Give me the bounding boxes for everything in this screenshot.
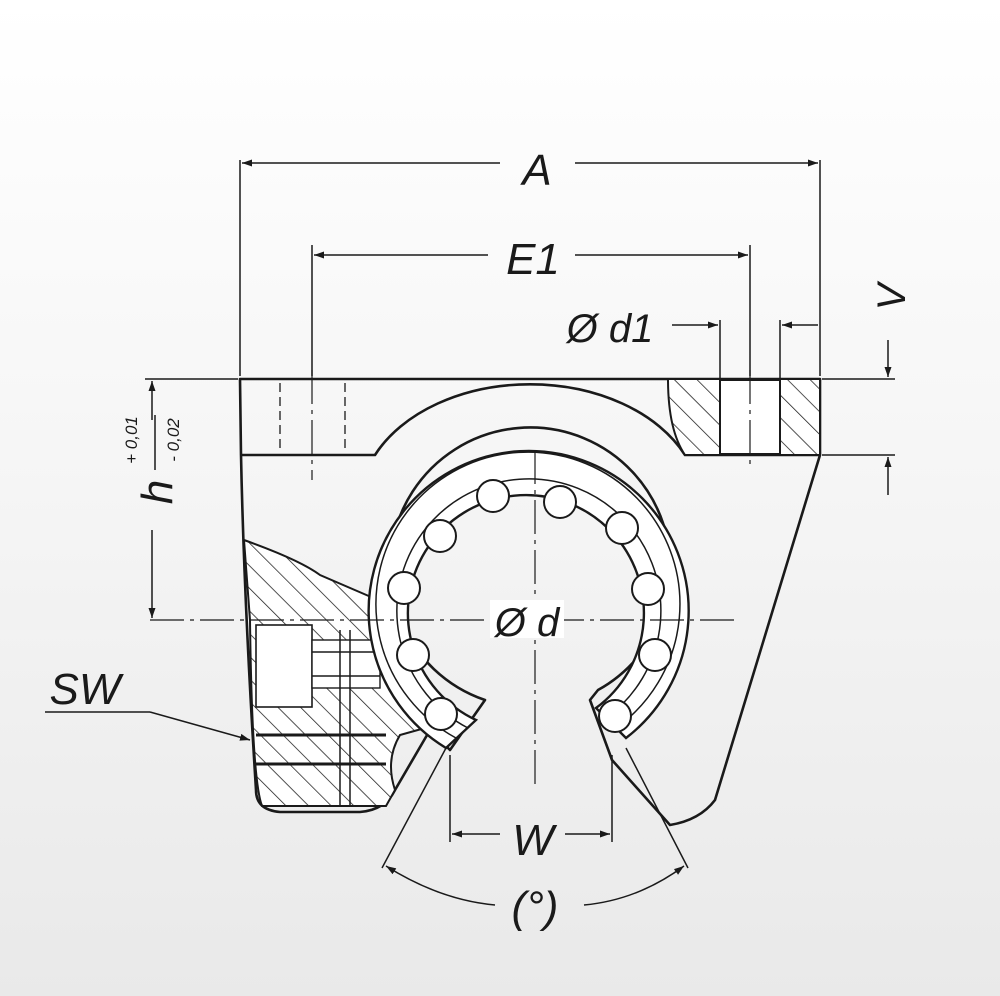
ball xyxy=(387,571,421,605)
dimension-label-A: A xyxy=(519,146,551,195)
dimension-angle: (°) xyxy=(381,747,689,932)
dimension-d: Ø d xyxy=(490,600,564,645)
dimension-W: W xyxy=(449,755,613,865)
dimension-V: V xyxy=(822,280,914,495)
dimension-label-V: V xyxy=(870,280,914,310)
dimension-d1: Ø d1 xyxy=(565,307,818,378)
mounting-hole-left xyxy=(279,370,346,480)
dimension-label-d: Ø d xyxy=(493,601,561,645)
ball xyxy=(424,697,458,731)
ball xyxy=(605,511,639,545)
ball xyxy=(638,638,672,672)
bearing-balls xyxy=(387,479,672,733)
dimension-label-angle: (°) xyxy=(512,883,559,932)
linear-bearing xyxy=(367,449,690,750)
dimension-E1: E1 xyxy=(311,235,751,376)
dimension-label-W: W xyxy=(512,816,557,865)
tolerance-lower: - 0,02 xyxy=(164,418,183,462)
ball xyxy=(396,638,430,672)
dimension-h: h + 0,01 - 0,02 xyxy=(122,378,238,618)
dimension-label-h: h xyxy=(133,480,182,504)
dimension-label-d1: Ø d1 xyxy=(565,307,654,351)
setscrew-section xyxy=(242,538,428,807)
tolerance-upper: + 0,01 xyxy=(122,416,141,464)
mounting-hole-right xyxy=(719,370,781,470)
ball xyxy=(543,485,577,519)
dimension-label-E1: E1 xyxy=(506,235,560,284)
ball xyxy=(476,479,510,513)
dimension-SW: SW xyxy=(45,665,251,741)
dimension-A: A xyxy=(239,146,821,376)
dimension-label-SW: SW xyxy=(50,665,124,714)
ball xyxy=(631,572,665,606)
ball xyxy=(423,519,457,553)
ball xyxy=(598,699,632,733)
